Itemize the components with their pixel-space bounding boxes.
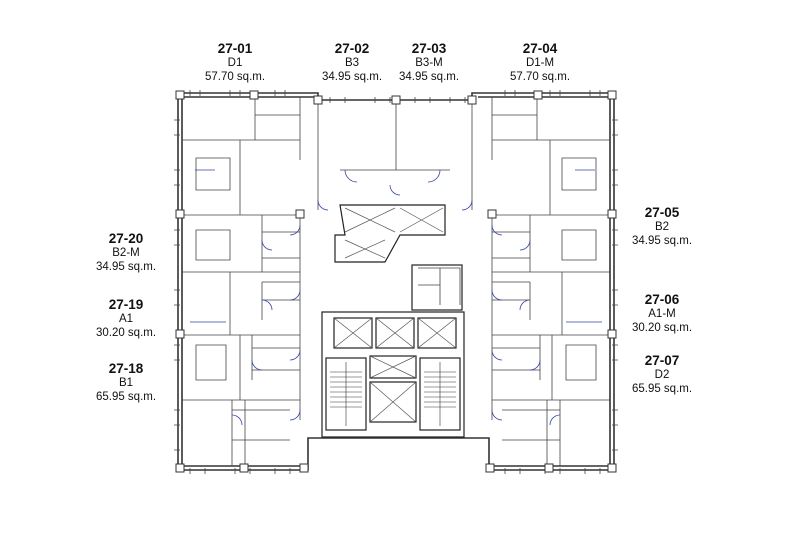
stairs xyxy=(325,357,461,431)
unit-label-27-03: 27-03 B3-M 34.95 sq.m. xyxy=(374,42,484,84)
unit-number: 27-07 xyxy=(644,353,680,368)
unit-type: B3 xyxy=(344,57,360,69)
unit-number: 27-19 xyxy=(108,297,144,312)
unit-type: B2-M xyxy=(112,247,140,259)
top-units-walls xyxy=(317,100,473,210)
unit-number: 27-03 xyxy=(411,41,447,56)
unit-area: 34.95 sq.m. xyxy=(398,71,460,83)
door-swings xyxy=(190,169,602,426)
unit-area: 34.95 sq.m. xyxy=(321,71,383,83)
unit-area: 30.20 sq.m. xyxy=(95,327,157,339)
window-ticks xyxy=(174,90,618,474)
unit-type: D2 xyxy=(654,369,670,381)
unit-number: 27-02 xyxy=(334,41,370,56)
unit-area: 34.95 sq.m. xyxy=(95,261,157,273)
unit-type: A1 xyxy=(118,313,134,325)
unit-number: 27-04 xyxy=(522,41,558,56)
left-wing-walls xyxy=(182,97,301,466)
unit-label-27-20: 27-20 B2-M 34.95 sq.m. xyxy=(71,232,181,274)
unit-label-27-06: 27-06 A1-M 30.20 sq.m. xyxy=(607,293,717,335)
unit-type: D1 xyxy=(227,57,243,69)
right-wing-walls xyxy=(491,97,610,466)
unit-type: D1-M xyxy=(525,57,555,69)
unit-label-27-04: 27-04 D1-M 57.70 sq.m. xyxy=(485,42,595,84)
unit-type: B1 xyxy=(118,377,134,389)
unit-label-27-05: 27-05 B2 34.95 sq.m. xyxy=(607,206,717,248)
unit-area: 65.95 sq.m. xyxy=(631,383,693,395)
unit-area: 34.95 sq.m. xyxy=(631,235,693,247)
unit-area: 65.95 sq.m. xyxy=(95,391,157,403)
unit-number: 27-20 xyxy=(108,231,144,246)
unit-label-27-01: 27-01 D1 57.70 sq.m. xyxy=(180,42,290,84)
unit-area: 57.70 sq.m. xyxy=(509,71,571,83)
unit-area: 30.20 sq.m. xyxy=(631,322,693,334)
structural-columns xyxy=(175,90,617,473)
unit-number: 27-06 xyxy=(644,292,680,307)
central-core xyxy=(334,204,463,311)
unit-number: 27-05 xyxy=(644,205,680,220)
unit-label-27-07: 27-07 D2 65.95 sq.m. xyxy=(607,354,717,396)
unit-label-27-18: 27-18 B1 65.95 sq.m. xyxy=(71,362,181,404)
unit-area: 57.70 sq.m. xyxy=(204,71,266,83)
unit-type: B2 xyxy=(654,221,670,233)
unit-label-27-02: 27-02 B3 34.95 sq.m. xyxy=(297,42,407,84)
unit-type: B3-M xyxy=(415,57,443,69)
unit-label-27-19: 27-19 A1 30.20 sq.m. xyxy=(71,298,181,340)
elevator-shafts xyxy=(321,311,465,438)
unit-number: 27-01 xyxy=(217,41,253,56)
unit-type: A1-M xyxy=(648,308,676,320)
unit-number: 27-18 xyxy=(108,361,144,376)
